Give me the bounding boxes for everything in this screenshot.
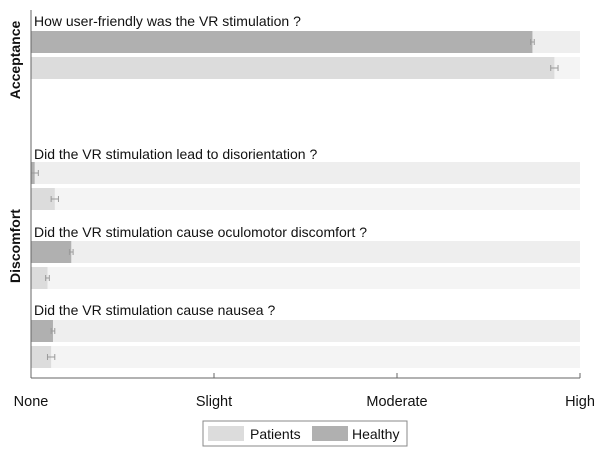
error-bar-q1-healthy bbox=[530, 39, 535, 45]
row-bg-q2-healthy bbox=[31, 162, 580, 184]
error-bar-q4-patients bbox=[46, 354, 56, 360]
legend-label-patients: Patients bbox=[250, 426, 301, 442]
question-label-3: Did the VR stimulation cause oculomotor … bbox=[34, 224, 367, 240]
row-bg-q3-healthy bbox=[31, 241, 580, 263]
bar-q4-patients bbox=[31, 346, 52, 368]
legend-swatch-healthy bbox=[312, 426, 348, 441]
question-label-2: Did the VR stimulation lead to disorient… bbox=[34, 146, 317, 162]
legend-label-healthy: Healthy bbox=[352, 426, 399, 442]
error-bar-q3-healthy bbox=[68, 249, 74, 255]
bar-q3-healthy bbox=[31, 241, 72, 263]
bars bbox=[31, 31, 555, 368]
x-tick-label-moderate: Moderate bbox=[366, 394, 427, 410]
row-bg-q3-patients bbox=[31, 267, 580, 289]
axes bbox=[30, 10, 580, 379]
bar-q2-patients bbox=[31, 188, 55, 210]
error-bar-q1-patients bbox=[550, 65, 559, 71]
question-label-1: How user-friendly was the VR stimulation… bbox=[34, 13, 301, 29]
row-bg-q4-healthy bbox=[31, 320, 580, 342]
row-bg-q4-patients bbox=[31, 346, 580, 368]
error-bars bbox=[30, 39, 559, 360]
group-label-acceptance: Acceptance bbox=[7, 20, 23, 99]
bar-q1-healthy bbox=[31, 31, 533, 53]
error-bar-q2-patients bbox=[50, 196, 59, 202]
group-label-discomfort: Discomfort bbox=[7, 209, 23, 283]
error-bar-q3-patients bbox=[45, 275, 50, 281]
x-ticks: None Slight Moderate High bbox=[14, 373, 595, 410]
legend-swatch-patients bbox=[208, 426, 244, 441]
question-labels: How user-friendly was the VR stimulation… bbox=[34, 13, 367, 318]
question-label-4: Did the VR stimulation cause nausea ? bbox=[34, 302, 275, 318]
legend: Patients Healthy bbox=[202, 420, 408, 447]
x-tick-label-high: High bbox=[565, 394, 595, 410]
bar-q3-patients bbox=[31, 267, 48, 289]
error-bar-q4-healthy bbox=[50, 328, 56, 334]
x-tick-label-none: None bbox=[14, 394, 49, 410]
row-bg-q2-patients bbox=[31, 188, 580, 210]
bar-q4-healthy bbox=[31, 320, 53, 342]
x-tick-label-slight: Slight bbox=[196, 394, 232, 410]
bar-q1-patients bbox=[31, 57, 555, 79]
